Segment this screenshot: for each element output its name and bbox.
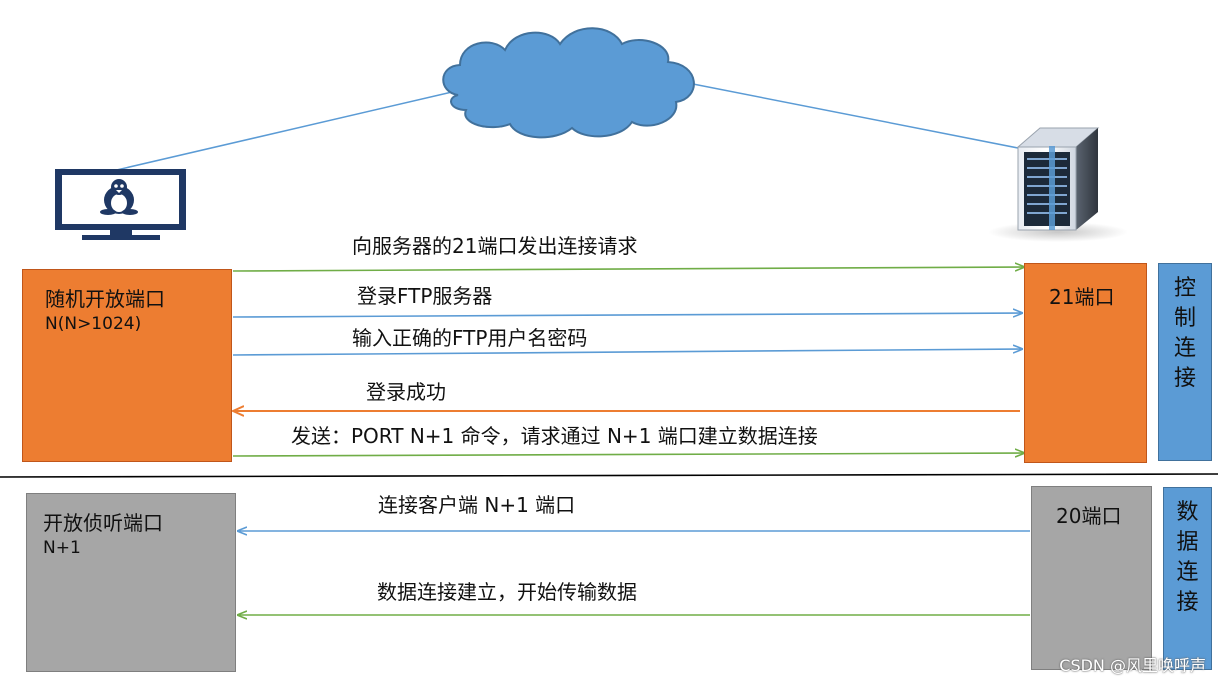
client-control-port-sub: N(N>1024)	[45, 314, 142, 334]
msg-data-established: 数据连接建立，开始传输数据	[377, 580, 637, 604]
arrow-enter-credentials	[232, 349, 1022, 356]
msg-connect-request: 向服务器的21端口发出连接请求	[352, 234, 638, 258]
server-control-port-box: 21端口	[1024, 263, 1147, 463]
msg-connect-client-port: 连接客户端 N+1 端口	[378, 493, 576, 517]
arrow-connect-request	[232, 267, 1024, 272]
client-data-port-title: 开放侦听端口	[43, 511, 163, 535]
msg-login-ftp: 登录FTP服务器	[357, 284, 493, 308]
client-control-port-title: 随机开放端口	[45, 287, 165, 311]
client-cloud-link	[107, 91, 453, 173]
msg-enter-credentials: 输入正确的FTP用户名密码	[352, 326, 588, 350]
linux-penguin-icon	[100, 179, 138, 215]
csdn-watermark: CSDN @风里唤呼声	[1059, 656, 1206, 675]
data-connection-label: 数据连接	[1163, 487, 1212, 670]
server-tower-icon	[988, 127, 1128, 242]
cloud-server-link	[692, 83, 1019, 149]
server-data-port-label: 20端口	[1056, 504, 1122, 528]
arrow-send-port	[232, 453, 1024, 456]
client-data-port-box: 开放侦听端口 N+1	[26, 493, 236, 672]
section-divider	[0, 473, 1218, 478]
cloud-icon	[442, 27, 695, 139]
server-control-port-label: 21端口	[1049, 285, 1115, 309]
control-connection-label: 控制连接	[1158, 263, 1212, 461]
client-control-port-box: 随机开放端口 N(N>1024)	[22, 269, 232, 462]
msg-send-port: 发送：PORT N+1 命令，请求通过 N+1 端口建立数据连接	[291, 424, 818, 448]
server-data-port-box: 20端口	[1031, 486, 1152, 670]
client-data-port-sub: N+1	[43, 538, 81, 558]
arrow-login-ftp	[232, 313, 1022, 318]
msg-login-success: 登录成功	[366, 380, 446, 404]
computer-monitor-icon	[55, 169, 186, 240]
